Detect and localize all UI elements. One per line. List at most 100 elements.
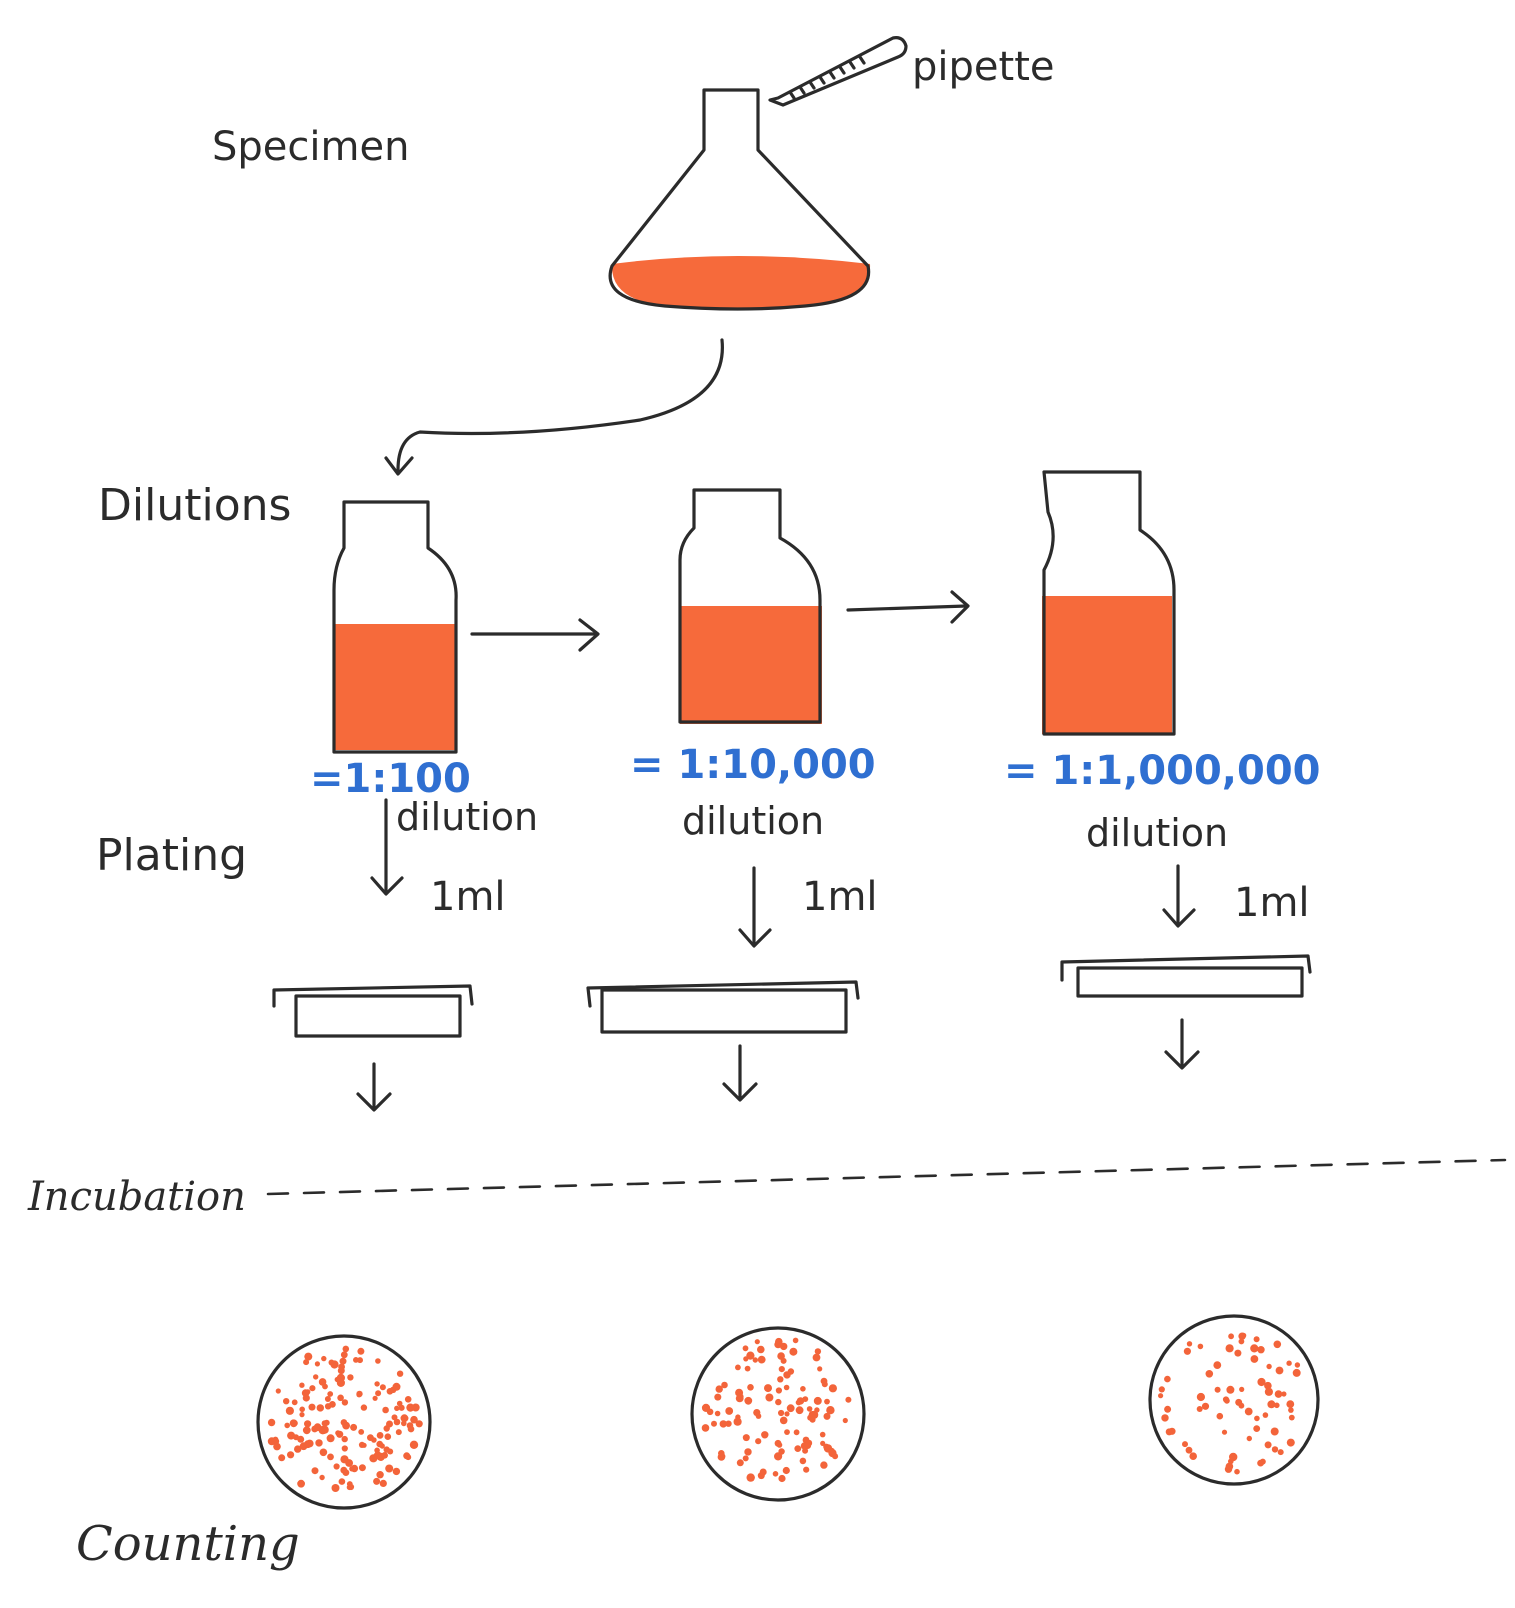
colony-dot bbox=[291, 1399, 298, 1406]
colony-dot bbox=[1267, 1400, 1276, 1409]
colony-dot bbox=[409, 1440, 419, 1450]
colony-dot bbox=[287, 1431, 296, 1440]
colony-dot bbox=[1244, 1407, 1253, 1416]
colony-dot bbox=[794, 1445, 802, 1452]
colony-dot bbox=[1165, 1428, 1173, 1436]
colony-dot bbox=[1246, 1435, 1253, 1442]
colony-dot bbox=[1264, 1441, 1272, 1449]
colony-dot bbox=[806, 1406, 813, 1412]
colony-dot bbox=[795, 1406, 804, 1415]
colony-dot bbox=[1186, 1341, 1193, 1347]
colony-dot bbox=[755, 1438, 762, 1445]
colony-dot bbox=[1253, 1425, 1261, 1432]
dilution-ratio-1: =1:100 bbox=[310, 756, 471, 802]
colony-dot bbox=[824, 1398, 830, 1405]
colony-dot bbox=[1229, 1452, 1238, 1462]
dilution-ratio-3: = 1:1,000,000 bbox=[1004, 748, 1320, 794]
colony-dot bbox=[404, 1396, 412, 1403]
colony-dot bbox=[1213, 1361, 1222, 1369]
colony-dot bbox=[320, 1425, 329, 1434]
colony-dot bbox=[725, 1420, 732, 1427]
colony-dot bbox=[331, 1484, 340, 1492]
colony-dot bbox=[1239, 1386, 1245, 1392]
colony-dot bbox=[744, 1365, 751, 1372]
colony-dot bbox=[736, 1459, 744, 1467]
colony-dot bbox=[754, 1339, 760, 1345]
colony-dot bbox=[809, 1416, 816, 1423]
colony-dot bbox=[714, 1410, 721, 1417]
colony-dot bbox=[285, 1406, 294, 1415]
colony-dot bbox=[1240, 1332, 1247, 1339]
colony-dot bbox=[375, 1390, 382, 1397]
colony-dot bbox=[387, 1448, 394, 1455]
colony-dot bbox=[297, 1435, 305, 1443]
colony-dot bbox=[375, 1358, 381, 1364]
petri-dish-top-2 bbox=[690, 1326, 866, 1502]
colony-dot bbox=[273, 1442, 281, 1451]
dilution-ratio-2: = 1:10,000 bbox=[630, 742, 876, 788]
colony-dot bbox=[379, 1443, 385, 1449]
colony-dot bbox=[314, 1361, 320, 1367]
colony-dot bbox=[299, 1442, 308, 1451]
colony-dot bbox=[303, 1359, 310, 1366]
colony-dot bbox=[800, 1442, 809, 1450]
petri-dish-side-3 bbox=[1060, 954, 1312, 998]
colony-dot bbox=[779, 1416, 788, 1425]
colony-dot bbox=[799, 1457, 807, 1465]
colony-dot bbox=[1238, 1402, 1245, 1409]
colony-dot bbox=[338, 1363, 345, 1371]
colony-dot bbox=[1226, 1385, 1235, 1394]
colony-dot bbox=[299, 1412, 305, 1418]
volume-label-3: 1ml bbox=[1234, 880, 1310, 926]
colony-dot bbox=[1183, 1347, 1191, 1355]
colony-dot bbox=[341, 1445, 348, 1452]
colony-dot bbox=[1225, 1344, 1234, 1353]
colony-dot bbox=[381, 1452, 389, 1459]
colony-dot bbox=[783, 1371, 791, 1379]
colony-dot bbox=[402, 1415, 409, 1422]
colony-dot bbox=[379, 1479, 387, 1487]
incubation-divider bbox=[266, 1158, 1507, 1196]
colony-dot bbox=[401, 1420, 407, 1427]
colony-dot bbox=[358, 1441, 366, 1448]
colony-dot bbox=[338, 1478, 346, 1485]
colony-dot bbox=[392, 1467, 401, 1476]
colony-dot bbox=[374, 1447, 380, 1454]
colony-dot bbox=[330, 1360, 339, 1369]
colony-dot bbox=[746, 1473, 755, 1482]
colony-dot bbox=[299, 1382, 305, 1388]
colony-dot bbox=[302, 1394, 310, 1402]
colony-dot bbox=[1196, 1392, 1205, 1402]
incubation-arrow-2 bbox=[722, 1044, 758, 1102]
colony-dot bbox=[321, 1355, 327, 1362]
colony-dot bbox=[333, 1463, 340, 1470]
colony-dot bbox=[778, 1474, 786, 1483]
colony-dot bbox=[1182, 1441, 1188, 1448]
colony-dot bbox=[1164, 1405, 1172, 1413]
colony-dot bbox=[786, 1404, 795, 1413]
transfer-arrow-1-to-2 bbox=[470, 618, 600, 652]
colony-dot bbox=[358, 1429, 365, 1435]
colony-dot bbox=[778, 1448, 785, 1455]
colony-dot bbox=[335, 1430, 341, 1436]
colony-dot bbox=[340, 1351, 348, 1359]
colony-dot bbox=[780, 1342, 788, 1351]
petri-dish-top-3 bbox=[1148, 1314, 1320, 1486]
colony-dot bbox=[415, 1420, 423, 1428]
colony-dot bbox=[819, 1431, 826, 1438]
colony-dot bbox=[376, 1432, 384, 1439]
incubation-arrow-1 bbox=[356, 1062, 392, 1112]
colony-dot bbox=[782, 1466, 790, 1475]
colony-dot bbox=[341, 1435, 348, 1443]
colonies-dish-2 bbox=[701, 1337, 852, 1483]
colony-dot bbox=[342, 1345, 350, 1353]
colony-dot bbox=[1158, 1386, 1165, 1393]
colony-dot bbox=[347, 1483, 355, 1491]
colony-dot bbox=[297, 1479, 305, 1488]
incubation-arrow-3 bbox=[1164, 1018, 1200, 1070]
colony-dot bbox=[311, 1467, 319, 1475]
colony-dot bbox=[746, 1351, 755, 1360]
colony-dot bbox=[761, 1431, 769, 1439]
colony-dot bbox=[820, 1461, 828, 1469]
